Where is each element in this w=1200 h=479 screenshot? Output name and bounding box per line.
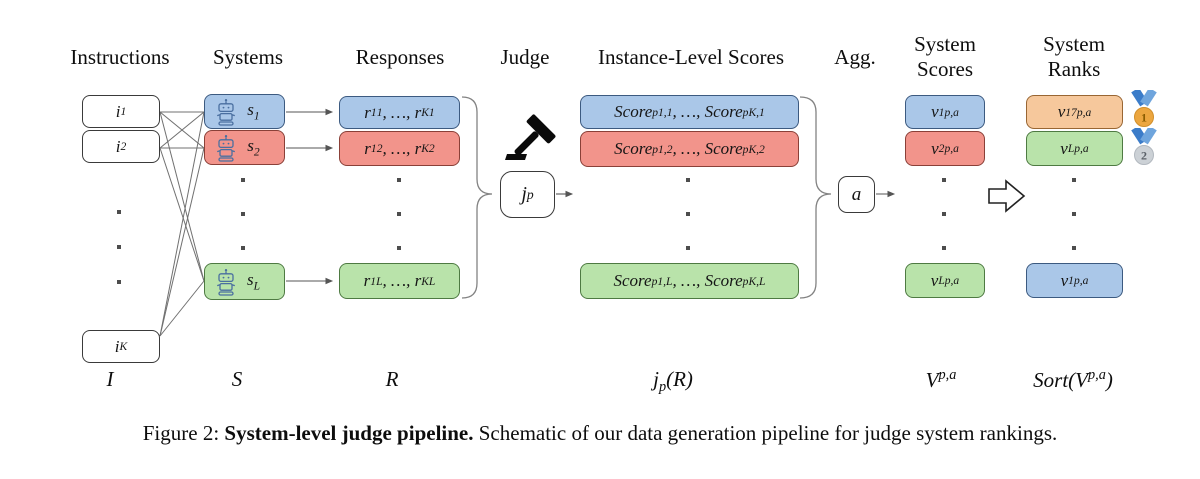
system-box-s2: s2: [204, 130, 285, 165]
responses-ellipsis-dots: [397, 178, 401, 250]
header-instance-scores: Instance-Level Scores: [598, 45, 784, 69]
instruction-system-links: [159, 111, 205, 337]
system-scores-ellipsis-dots: [942, 178, 946, 250]
system-box-s1: s1: [204, 94, 285, 129]
header-system-scores-line1: System: [914, 32, 976, 56]
header-system-ranks-line2: Ranks: [1047, 57, 1101, 81]
caption-text: Schematic of our data generation pipelin…: [473, 421, 1058, 445]
header-agg: Agg.: [834, 45, 876, 69]
system-box-label: s2: [247, 136, 260, 159]
header-judge: Judge: [500, 45, 550, 69]
silver-medal-icon: 2: [1131, 128, 1157, 165]
scores-brace: [799, 96, 832, 299]
gavel-icon: [505, 114, 556, 160]
gold-medal-icon: 1: [1131, 90, 1157, 127]
header-system-scores-line2: Scores: [917, 57, 973, 81]
instance-scores-ellipsis-dots: [686, 178, 690, 250]
header-responses: Responses: [355, 45, 445, 69]
axis-label-S: S: [231, 367, 243, 391]
axis-label-I: I: [106, 367, 114, 391]
agg-box: a: [838, 176, 875, 213]
system-ranks-ellipsis-dots: [1072, 178, 1076, 250]
system-response-arrows: [286, 108, 334, 285]
axis-label-jpR: jp(R): [653, 367, 693, 396]
header-systems: Systems: [212, 45, 284, 69]
figure-caption: Figure 2: System-level judge pipeline. S…: [0, 421, 1200, 446]
responses-brace: [461, 96, 493, 299]
silver-medal-rank: 2: [1141, 149, 1147, 163]
system-box-label: sL: [246, 270, 261, 293]
system-box-label: s1: [247, 100, 260, 123]
axis-label-Vpa: Vp,a: [925, 367, 957, 392]
robot-icon: [217, 134, 235, 162]
gold-medal-rank: 1: [1141, 111, 1147, 125]
big-right-arrow-icon: [988, 179, 1026, 213]
header-system-ranks-line1: System: [1043, 32, 1105, 56]
header-system-scores: System Scores: [914, 32, 976, 82]
systems-ellipsis-dots: [241, 178, 245, 250]
axis-label-R: R: [385, 367, 399, 391]
robot-icon: [217, 98, 235, 126]
system-box-sL: sL: [204, 263, 285, 300]
instructions-ellipsis-dots: [117, 210, 121, 284]
axis-label-sort: Sort(Vp,a): [1033, 367, 1113, 392]
header-instructions: Instructions: [70, 45, 170, 69]
header-system-ranks: System Ranks: [1043, 32, 1105, 82]
caption-title: System-level judge pipeline.: [224, 421, 474, 445]
robot-icon: [217, 268, 235, 296]
caption-prefix: Figure 2:: [142, 421, 225, 445]
